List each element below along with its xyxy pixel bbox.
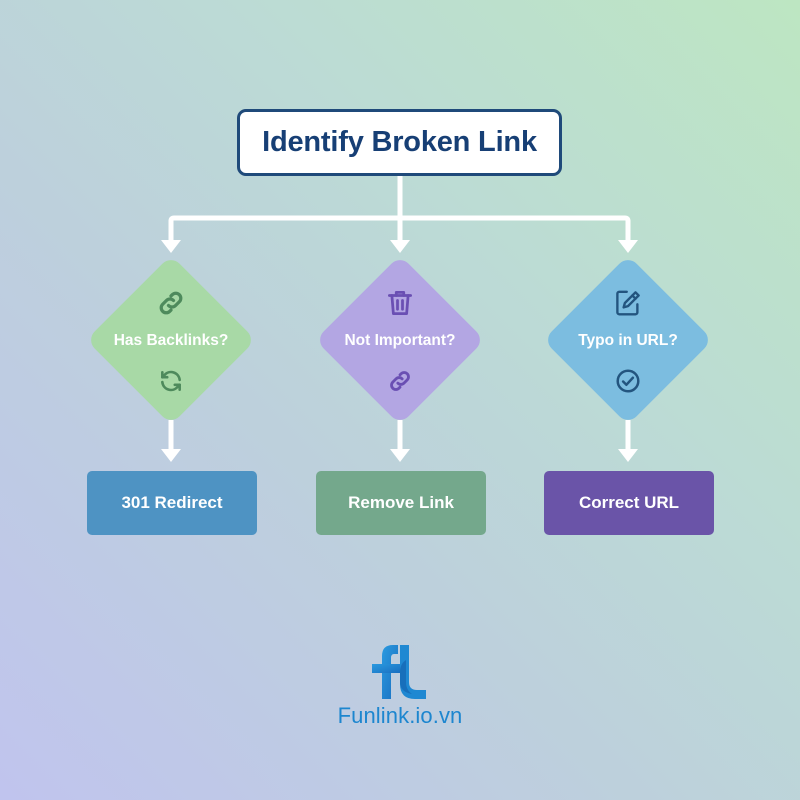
action-label: 301 Redirect	[121, 493, 223, 512]
action-node-correct-url: Correct URL	[544, 471, 714, 535]
action-node-301-redirect: 301 Redirect	[87, 471, 257, 535]
funlink-logo-icon	[372, 645, 426, 699]
trash-icon	[388, 291, 412, 315]
decision-label: Not Important?	[344, 332, 456, 349]
link-icon	[159, 291, 183, 315]
decision-node-typo-in-url: Typo in URL?	[543, 255, 713, 425]
decision-label: Has Backlinks?	[113, 332, 229, 349]
start-node-title: Identify Broken Link	[262, 126, 537, 158]
link-icon	[390, 371, 410, 391]
action-label: Correct URL	[578, 493, 680, 512]
decision-label: Typo in URL?	[578, 332, 678, 349]
action-label: Remove Link	[348, 493, 454, 512]
check-circle-icon	[616, 369, 640, 393]
brand-name: Funlink.io.vn	[337, 703, 463, 728]
action-node-remove-link: Remove Link	[316, 471, 486, 535]
decision-node-has-backlinks: Has Backlinks?	[86, 255, 256, 425]
refresh-icon	[161, 370, 181, 392]
decision-node-not-important: Not Important?	[315, 255, 485, 425]
start-node-identify-broken-link: Identify Broken Link	[237, 109, 562, 176]
edit-document-icon	[616, 290, 640, 316]
